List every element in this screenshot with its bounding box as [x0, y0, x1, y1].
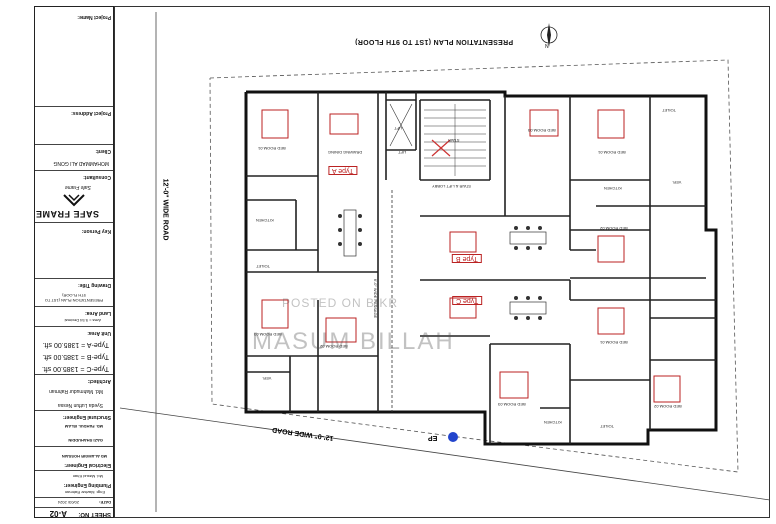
room-label: LIFT	[398, 150, 407, 155]
drawing-border	[114, 6, 770, 518]
room-label: BED ROOM-01	[258, 146, 286, 151]
room-label: KITCHEN	[604, 186, 622, 191]
firm-logo-icon	[63, 193, 85, 207]
room-label: BED ROOM-02	[654, 404, 682, 409]
entry-label: EP	[428, 434, 438, 441]
watermark-posted: POSTED ON BIKR	[282, 296, 399, 310]
room-label: TOILET	[600, 424, 614, 429]
north-compass-icon	[536, 22, 562, 48]
room-label: TOILET	[662, 108, 676, 113]
room-label: BED ROOM-01	[598, 150, 626, 155]
room-label: KITCHEN	[256, 218, 274, 223]
road-right-label: 12'-0" WIDE ROAD	[161, 178, 169, 241]
room-label: VER.	[262, 376, 272, 381]
room-label: BED ROOM-01	[600, 340, 628, 345]
type-b-tag: Type B	[452, 254, 482, 263]
room-label: KITCHEN	[544, 420, 562, 425]
stair-label: STAIR	[448, 138, 460, 143]
room-label: BED ROOM-03	[498, 402, 526, 407]
room-label: DRAWING DINING	[328, 150, 363, 155]
room-label: BED ROOM-02	[600, 226, 628, 231]
room-label: TOILET	[256, 264, 270, 269]
watermark-author: MASUM BILLAH	[252, 328, 455, 355]
room-label: BED ROOM-03	[528, 128, 556, 133]
stair-lobby-label: STAIR & LIFT LOBBY	[432, 184, 471, 189]
type-c-tag: Type C	[452, 296, 483, 305]
lift-label: LIFT	[394, 126, 403, 131]
type-a-tag: Type A	[328, 166, 358, 175]
title-block: SHEET NO: A-02 DATE: 20/03/ 2024 Engr. M…	[34, 6, 114, 518]
room-label: VER.	[672, 180, 682, 185]
